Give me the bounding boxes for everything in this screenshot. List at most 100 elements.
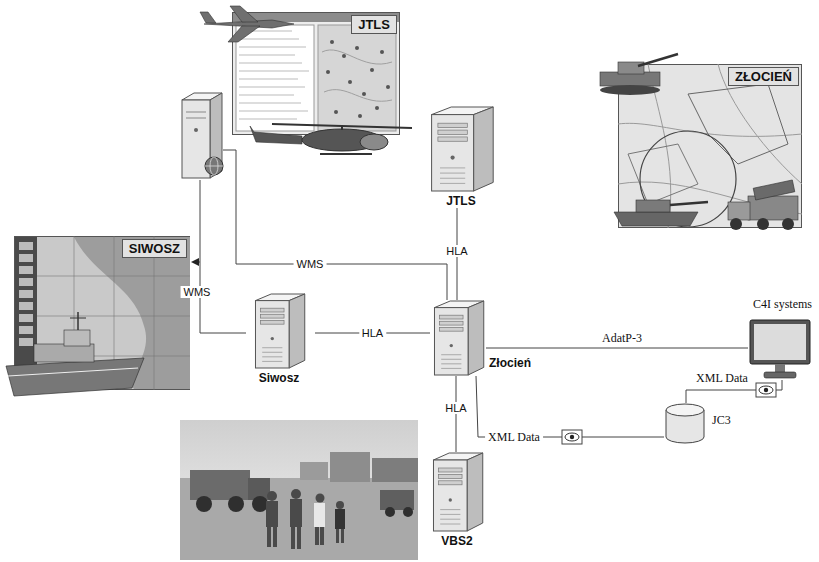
illustration-part (228, 496, 244, 512)
illustration-part (262, 347, 282, 348)
illustration-part (318, 25, 396, 131)
illustration-part (196, 496, 212, 512)
illustration-part (348, 80, 352, 84)
illustration-part (440, 524, 460, 525)
node-label: JC3 (712, 413, 731, 428)
node-illustration (618, 64, 802, 228)
illustration-part (474, 107, 494, 191)
illustration-part (438, 130, 467, 134)
illustration-part (570, 435, 574, 439)
illustration-part (334, 110, 338, 114)
illustration-part (565, 433, 579, 441)
illustration-part (757, 218, 769, 230)
illustration-part (239, 79, 298, 80)
illustration-part (200, 6, 294, 42)
connector (486, 348, 748, 349)
illustration-part (19, 278, 33, 286)
illustration-part (233, 13, 400, 135)
illustration-part (239, 55, 295, 56)
illustration-part (262, 352, 282, 353)
database-cylinder: JC3 (664, 403, 706, 445)
illustration-part (273, 527, 277, 547)
illustration-part (362, 92, 366, 96)
illustration-part (19, 314, 33, 322)
illustration-part (764, 388, 768, 392)
illustration-part (468, 301, 484, 375)
wire-label: WMS (294, 258, 327, 270)
illustration-part (322, 50, 392, 101)
illustration-part (194, 128, 198, 132)
illustration-part (19, 326, 33, 334)
illustration-part (750, 320, 810, 364)
illustration-part (756, 383, 776, 397)
illustration-part (262, 356, 282, 357)
illustration-part (314, 503, 325, 527)
illustration-part (438, 123, 467, 127)
illustration-part (441, 354, 461, 355)
illustration-part (666, 404, 704, 416)
illustration-part (297, 527, 301, 549)
illustration-part (330, 452, 370, 482)
illustration-part (618, 62, 644, 74)
illustration-part (467, 453, 483, 531)
illustration-part (440, 321, 464, 325)
illustration-part (439, 474, 463, 478)
edge-label: HLA (359, 327, 386, 339)
wms-wire (200, 180, 246, 333)
illustration-part (266, 501, 278, 527)
connector (476, 376, 664, 437)
simulation-screenshot: ZŁOCIEŃ (618, 64, 802, 228)
node-label: JTLS (415, 194, 507, 208)
illustration-part (432, 115, 474, 191)
edge-label: XML Data (693, 371, 751, 386)
node-label: Złocień (489, 356, 531, 370)
illustration-part (372, 458, 418, 482)
illustration-part (34, 344, 94, 362)
illustration-part (180, 420, 418, 560)
illustration-part (441, 368, 461, 369)
illustration-part (440, 178, 465, 179)
illustration-part (439, 481, 463, 485)
illustration-part (360, 134, 388, 150)
illustration-part (230, 6, 258, 22)
server-node: Siwosz (243, 293, 315, 385)
illustration-part (320, 153, 372, 155)
illustration-part (290, 499, 302, 527)
illustration-part (267, 527, 271, 547)
illustration-part (403, 507, 413, 517)
illustration-part (272, 124, 412, 128)
illustration-part (300, 462, 328, 480)
illustration-part (336, 501, 344, 509)
illustration-part (261, 314, 285, 318)
message-icon (562, 430, 582, 444)
illustration-part (19, 290, 33, 298)
illustration-part (342, 54, 346, 58)
illustration-part (239, 103, 301, 104)
illustration-part (266, 489, 345, 549)
illustration-part (438, 137, 467, 141)
illustration-part (628, 144, 698, 204)
illustration-part (385, 507, 395, 517)
vbs2-photo (180, 420, 418, 560)
simulation-screenshot: SIWOSZ (14, 236, 190, 390)
illustration-part (205, 166, 223, 167)
illustration-part (370, 68, 374, 72)
illustration-part (358, 114, 362, 118)
illustration-part (775, 364, 785, 372)
illustration-part (252, 496, 268, 512)
illustration-part (440, 514, 460, 515)
arrow-head (191, 258, 199, 266)
illustration-part (239, 95, 294, 96)
wms-wire (223, 150, 447, 300)
node-illustration (664, 403, 706, 445)
edge-label: AdatP-3 (599, 331, 645, 346)
illustration-part (239, 39, 299, 40)
illustration-part (440, 167, 465, 168)
illustration-part (439, 468, 463, 472)
illustration-part (239, 87, 305, 88)
server-node: VBS2 (423, 452, 491, 548)
illustration-part (186, 118, 206, 119)
server-node: Złocień (430, 300, 486, 376)
illustration-part (670, 202, 708, 205)
illustration-part (261, 320, 285, 324)
